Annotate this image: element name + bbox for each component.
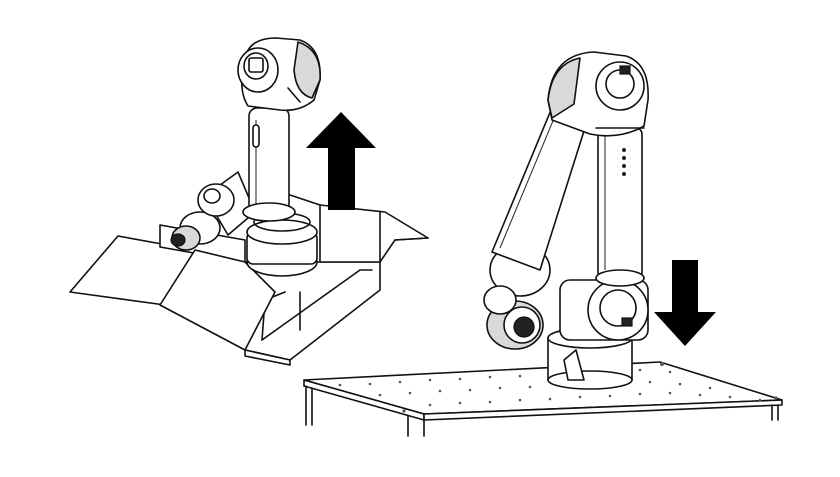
robot-arm-icon [484,52,648,389]
arrow-up-icon [306,112,376,210]
arrow-down-icon [654,260,716,346]
left-scene [70,38,428,365]
shipping-box-icon [70,195,428,365]
mounting-table-icon [304,362,782,436]
